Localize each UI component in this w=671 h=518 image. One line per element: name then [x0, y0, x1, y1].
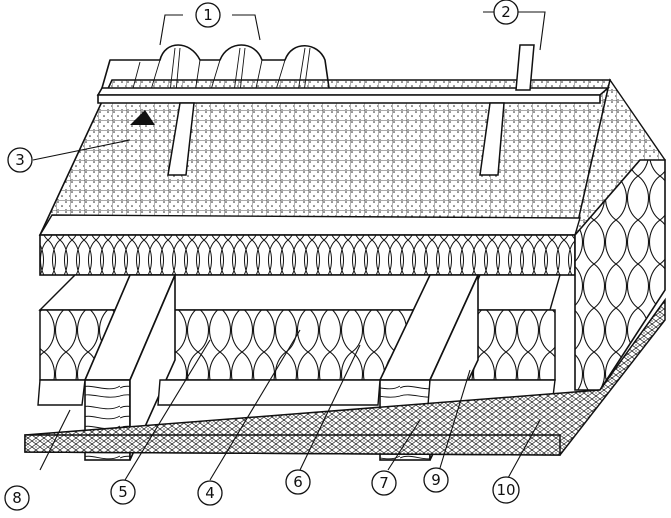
arrow-marker-icon: [130, 110, 155, 125]
callout-1: 1: [195, 2, 221, 28]
callout-10-label: 10: [496, 481, 515, 499]
callout-4-label: 4: [205, 484, 215, 502]
callout-5: 5: [110, 479, 136, 505]
callout-1-label: 1: [203, 6, 213, 24]
callout-8-label: 8: [12, 489, 22, 507]
callout-4: 4: [197, 480, 223, 506]
callout-6-label: 6: [293, 473, 303, 491]
ceiling-board-face: [24, 434, 561, 456]
callout-8: 8: [4, 485, 30, 511]
callout-3: 3: [7, 147, 33, 173]
callout-2-label: 2: [501, 3, 511, 21]
callout-3-label: 3: [15, 151, 25, 169]
lower-batten-mid: [157, 379, 381, 406]
deck-board: [38, 214, 581, 236]
batten: [96, 87, 611, 96]
callout-5-label: 5: [118, 483, 128, 501]
callout-7-label: 7: [379, 474, 389, 492]
callout-10: 10: [492, 476, 520, 504]
callout-6: 6: [285, 469, 311, 495]
callout-9: 9: [423, 467, 449, 493]
callout-2: 2: [493, 0, 519, 25]
batten-front: [97, 94, 601, 104]
roof-tiles: [99, 44, 331, 96]
cavity-top-mid: [158, 274, 442, 311]
leader-lines: [32, 11, 546, 481]
callout-7: 7: [371, 470, 397, 496]
top-insulation-layer: [39, 234, 576, 276]
callout-9-label: 9: [431, 471, 441, 489]
counter-battens: [167, 44, 535, 176]
lower-batten-left: [37, 379, 86, 406]
side-insulation: [574, 159, 666, 391]
cavity-top-right: [463, 274, 561, 311]
